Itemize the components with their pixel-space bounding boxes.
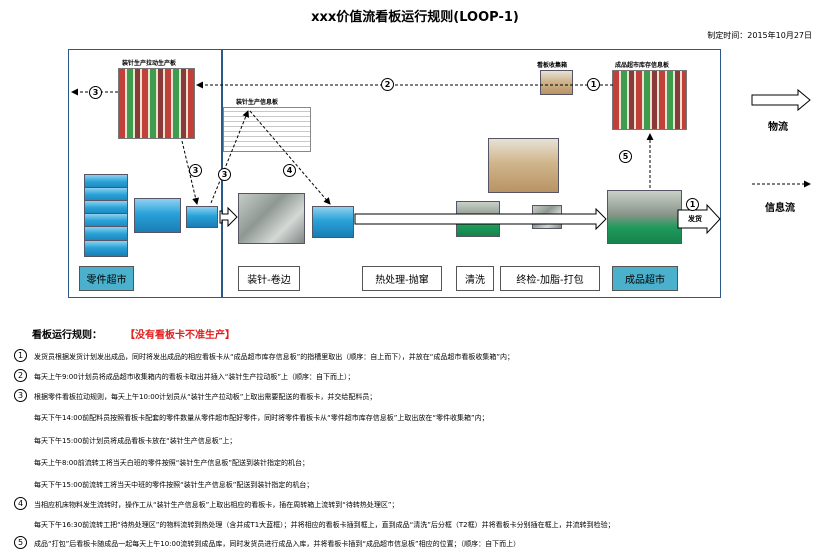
material-flow-legend-label: 物流 (768, 122, 788, 133)
rule-text: 每天下午14:00前配料员按照看板卡配套的零件数量从零件超市配好零件，同时将零件… (34, 414, 489, 422)
step-marker-1: 1 (686, 198, 699, 211)
kit-bin-photo (134, 198, 181, 233)
shipping-arrow (677, 203, 721, 235)
assembly-pull-board-label: 装针生产拉动生产板 (122, 60, 177, 67)
stage-washing: 清洗 (456, 266, 494, 291)
assembly-info-board-label: 装针生产信息板 (236, 99, 279, 106)
assembly-info-board (223, 107, 311, 152)
step-marker-1: 1 (587, 78, 600, 91)
creation-date: 制定时间：2015年10月27日 (707, 31, 812, 40)
rule-marker-3: 3 (14, 389, 27, 402)
material-flow-arrow (354, 207, 607, 231)
stage-final-inspection: 终检-加脂-打包 (500, 266, 600, 291)
rule-text: 每天下午15:00前流转工将当天中班的零件按照“装针生产信息板”配送到装针指定的… (34, 481, 314, 489)
rule-marker-1: 1 (14, 349, 27, 362)
wip-bin-photo (312, 206, 354, 238)
step-marker-5: 5 (619, 150, 632, 163)
rule-text: 发货员根据发货计划发出成品，同时将发出成品的相应看板卡从“成品超市库存信息板”的… (34, 353, 515, 361)
stage-heat-treatment: 热处理-抛窜 (362, 266, 442, 291)
collection-box (540, 70, 573, 95)
stage-assembly-curling: 装针-卷边 (238, 266, 300, 291)
rule-text: 每天上午8:00前流转工将当天白班的零件按照“装针生产信息板”配送到装针指定的机… (34, 459, 309, 467)
rule-marker-5: 5 (14, 536, 27, 549)
rule-text: 每天下午15:00前计划员将成品看板卡放在“装针生产信息板”上； (34, 437, 237, 445)
finished-goods-board (612, 70, 687, 130)
info-flow-line (210, 110, 250, 204)
page-title: xxx价值流看板运行规则(LOOP-1) (311, 10, 519, 25)
step-marker-2: 2 (381, 78, 394, 91)
info-flow-legend-label: 信息流 (765, 203, 795, 214)
rules-heading: 看板运行规则： (32, 330, 102, 341)
stage-parts-supermarket: 零件超市 (79, 266, 134, 291)
material-flow-legend-arrow (751, 88, 811, 112)
step-marker-3: 3 (89, 86, 102, 99)
step-marker-3: 3 (218, 168, 231, 181)
value-stream-frame (68, 49, 721, 298)
step-marker-4: 4 (283, 164, 296, 177)
rule-text: 根据零件看板拉动规则，每天上午10:00计划员从“装针生产拉动板”上取出需要配送… (34, 393, 377, 401)
rule-text: 每天下午16:30前流转工把“待热处理区”的物料流转到热处理（含并成T1大蓝框）… (34, 521, 615, 529)
info-flow-line (249, 110, 331, 205)
rules-warning: 【没有看板卡不准生产】 (125, 330, 235, 341)
material-flow-arrow (219, 206, 238, 228)
packing-photo (488, 138, 559, 193)
finished-info-board-label: 成品超市库存信息板 (615, 62, 670, 69)
rule-text: 每天上午9:00计划员将成品超市收集箱内的看板卡取出并插入“装针生产拉动板”上（… (34, 373, 355, 381)
rule-marker-2: 2 (14, 369, 27, 382)
rule-text: 当相应机床物料发生流转时，操作工从“装针生产信息板”上取出相应的看板卡，插在周转… (34, 501, 399, 509)
step-marker-3: 3 (189, 164, 202, 177)
tote-photo (186, 206, 218, 228)
stage-finished-supermarket: 成品超市 (612, 266, 678, 291)
collection-box-label: 看板收集箱 (537, 62, 568, 69)
ship-label: 发货 (688, 215, 702, 223)
rule-text: 成品“打包”后看板卡随成品一起每天上午10:00流转到成品库，同时发货员进行成品… (34, 540, 521, 548)
rule-marker-4: 4 (14, 497, 27, 510)
assembly-pull-board (118, 68, 195, 139)
assembly-machine-photo (238, 193, 305, 244)
parts-bin-photo (84, 240, 128, 257)
finished-warehouse-photo (607, 190, 682, 244)
